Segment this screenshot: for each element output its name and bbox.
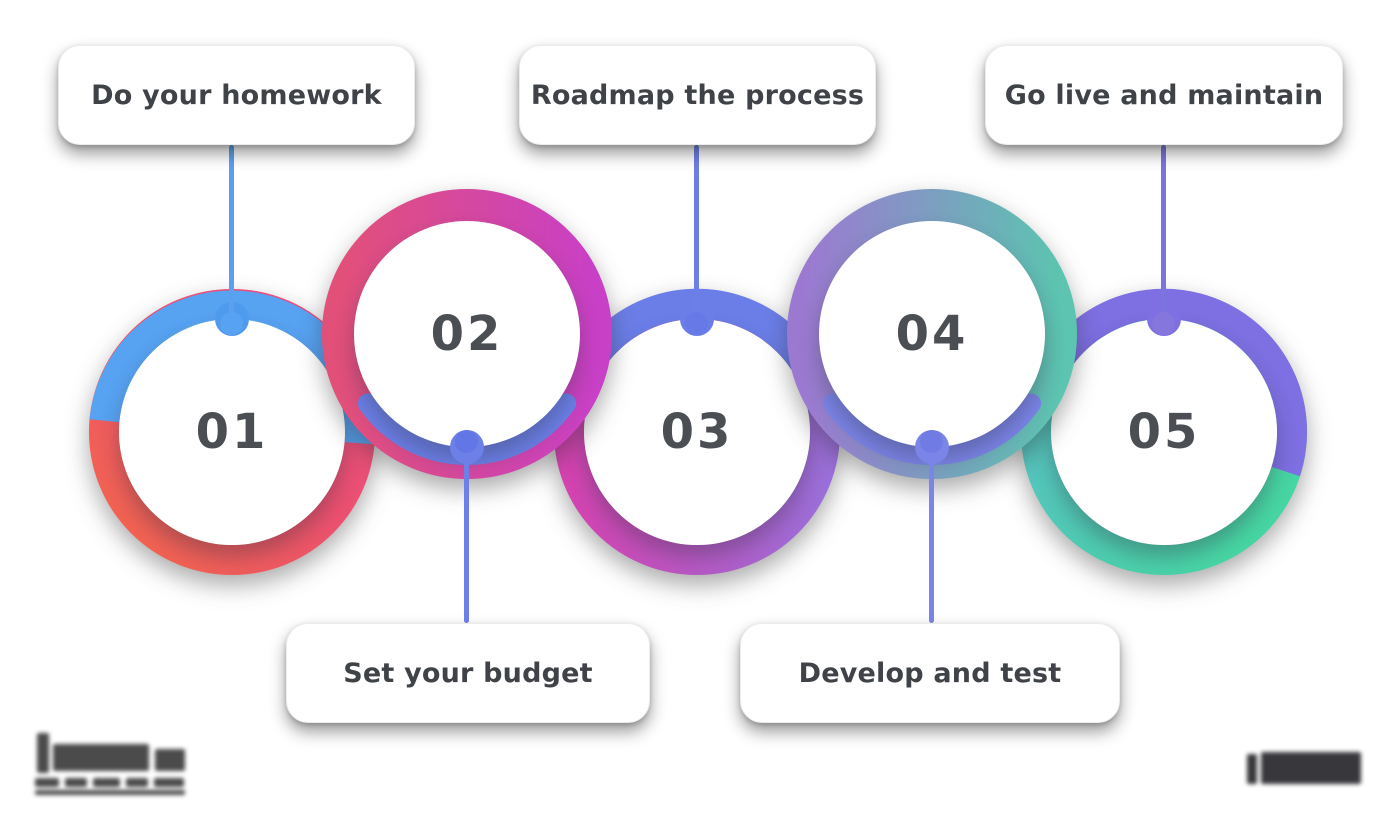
step-circle-04: 04: [819, 221, 1045, 447]
step-number-03: 03: [660, 404, 734, 460]
connector-dot-03: [685, 312, 708, 335]
connector-dot-02: [455, 430, 478, 453]
label-card-step-05: Go live and maintain: [985, 45, 1343, 145]
connector-dot-05: [1152, 312, 1175, 335]
step-number-01: 01: [195, 404, 269, 460]
connector-line-05: [1161, 145, 1166, 324]
step-circle-03: 03: [584, 319, 810, 545]
label-step-01: Do your homework: [91, 79, 382, 111]
label-step-03: Roadmap the process: [530, 79, 865, 111]
connector-line-01: [229, 145, 234, 324]
label-card-step-02: Set your budget: [286, 623, 650, 723]
label-step-05: Go live and maintain: [1004, 79, 1324, 111]
connector-line-03: [694, 145, 699, 324]
connector-line-04: [929, 444, 934, 623]
label-step-04: Develop and test: [798, 657, 1062, 689]
step-circle-05: 05: [1051, 319, 1277, 545]
label-step-02: Set your budget: [343, 657, 593, 689]
label-card-step-03: Roadmap the process: [519, 45, 876, 145]
step-number-05: 05: [1127, 404, 1201, 460]
step-number-02: 02: [430, 306, 504, 362]
step-number-04: 04: [895, 306, 969, 362]
step-circle-01: 01: [119, 319, 345, 545]
step-circle-02: 02: [354, 221, 580, 447]
watermark-logo-left: [33, 733, 198, 795]
connector-dot-01: [220, 312, 243, 335]
connector-line-02: [464, 444, 469, 623]
label-card-step-04: Develop and test: [740, 623, 1120, 723]
watermark-logo-right: [1237, 746, 1382, 794]
label-card-step-01: Do your homework: [58, 45, 415, 145]
connector-dot-04: [920, 430, 943, 453]
